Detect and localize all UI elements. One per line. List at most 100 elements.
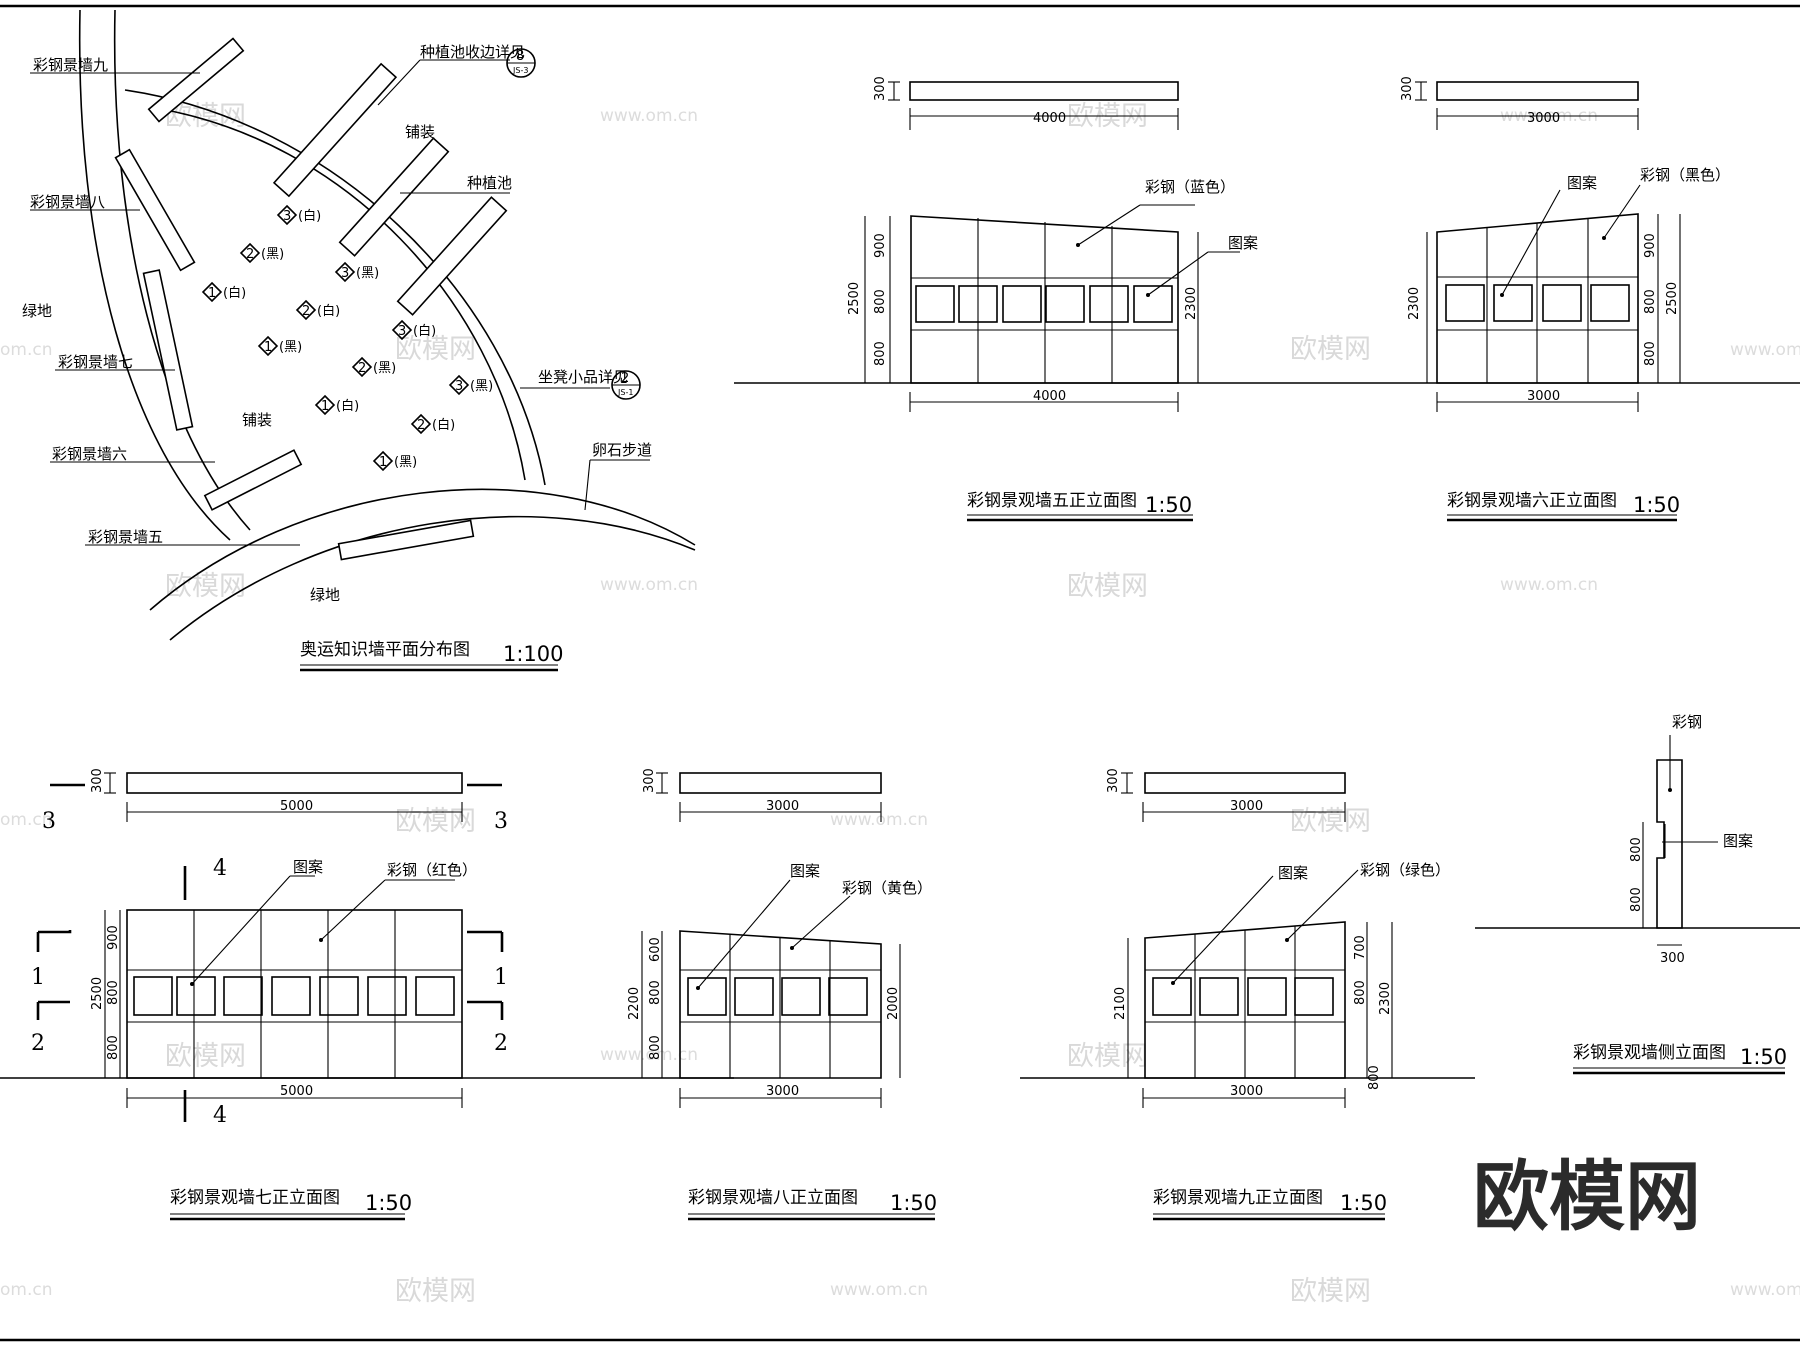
drawing-rect [1199, 977, 1239, 1016]
dimension-text: 3 [42, 809, 56, 834]
watermark-brand: 欧模网 [1067, 1041, 1148, 1072]
dimension-text: 3000 [1527, 389, 1560, 404]
pattern-label: 图案 [1723, 832, 1753, 850]
drawing-rect [1493, 284, 1533, 322]
drawing-line [191, 875, 291, 985]
dimension-text: 2 [358, 361, 366, 376]
drawing-rect [1133, 285, 1173, 323]
marker: 2(黑) [239, 242, 284, 264]
material-label: 彩钢 [1672, 713, 1702, 731]
drawing-dot [1285, 938, 1289, 942]
plan-path-curve [78, 9, 231, 541]
dimension-text: (黑) [394, 455, 417, 470]
dimension-text: 3000 [766, 1084, 799, 1099]
drawing-dot [319, 938, 323, 942]
drawing-dot [696, 986, 700, 990]
dimension-text: 5000 [280, 799, 313, 814]
watermark-brand: 欧模网 [1067, 571, 1148, 602]
dimension-text: 2 [494, 1031, 508, 1056]
dimension-text: 3 [494, 809, 508, 834]
label-wall-5: 彩钢景墙五 [88, 528, 163, 546]
plan-wall-8 [114, 148, 196, 272]
dimension-text: 2300 [1378, 982, 1393, 1015]
dimension-text: 800 [1643, 289, 1658, 314]
drawing-line [1077, 204, 1141, 246]
dimension-text: 300 [1400, 76, 1415, 101]
dimension-text: (黑) [356, 266, 379, 281]
dimension-text: 3000 [1527, 111, 1560, 126]
dimension-text: 2300 [1407, 287, 1422, 320]
label-planter: 种植池 [467, 174, 512, 192]
watermark-site: www.om.cn [830, 810, 928, 830]
drawing-scale: 1:100 [503, 642, 564, 666]
dimension-text: 1 [494, 965, 508, 990]
watermark-site: www.om.cn [830, 1280, 928, 1300]
drawing-dot [1602, 236, 1606, 240]
dimension-text: 2100 [1113, 987, 1128, 1020]
label-wall-8: 彩钢景墙八 [30, 193, 105, 211]
marker: 1(白) [201, 281, 246, 303]
drawing-shape [257, 335, 279, 357]
drawing-dot [1171, 981, 1175, 985]
marker: 2(白) [410, 413, 455, 435]
marker: 3 (黑) [334, 261, 379, 283]
drawing-line [584, 459, 591, 511]
pattern-label: 图案 [1567, 174, 1597, 192]
drawing-shape [314, 394, 336, 416]
dimension-text: 800 [1629, 887, 1644, 912]
dimension-text: 4 [213, 856, 227, 881]
drawing-dot [1076, 243, 1080, 247]
dimension-text: 800 [106, 1035, 121, 1060]
drawing-rect [1590, 284, 1630, 322]
dimension-text: 800 [648, 980, 663, 1005]
drawing-dot [1146, 293, 1150, 297]
dimension-text: 3000 [766, 799, 799, 814]
dimension-text: (黑) [279, 340, 302, 355]
site-plan: 8 JS-3 2 JS-1 彩钢景墙九 彩钢景墙八 彩钢景墙七 彩钢景墙六 彩钢… [22, 9, 696, 672]
watermark-site: www.om.cn [600, 106, 698, 126]
dimension-text: 4000 [1033, 111, 1066, 126]
drawing-caption: 彩钢景观墙六正立面图 [1447, 491, 1617, 511]
drawing-shape [351, 356, 373, 378]
dimension-text: 2500 [847, 282, 862, 315]
watermark-brand: 欧模网 [395, 806, 476, 837]
label-paving: 铺装 [242, 411, 272, 429]
plan-planter [272, 62, 398, 198]
dimension-text: 5000 [280, 1084, 313, 1099]
drawing-shape [679, 930, 882, 1079]
dimension-text: 2 [621, 371, 629, 386]
drawing-rect [126, 909, 463, 1079]
marker: 1(黑) [257, 335, 302, 357]
plan-arc [154, 107, 526, 481]
dimension-text: 800 [1643, 341, 1658, 366]
drawing-caption: 彩钢景观墙九正立面图 [1153, 1188, 1323, 1208]
drawing-shape [372, 450, 394, 472]
dimension-text: 1 [31, 965, 45, 990]
plan-wall-9 [147, 37, 245, 123]
drawing-rect [915, 285, 955, 323]
section-mark [38, 930, 72, 934]
watermark-brand: 欧模网 [1290, 1276, 1371, 1307]
dimension-text: 2 [417, 418, 425, 433]
dimension-text: 900 [1643, 233, 1658, 258]
watermark-site: om.cn [0, 340, 53, 360]
material-label: 彩钢（红色） [387, 861, 477, 879]
drawing-caption: 彩钢景观墙八正立面图 [688, 1188, 858, 1208]
dimension-text: 2300 [1184, 287, 1199, 320]
drawing-rect [176, 976, 216, 1016]
drawing-caption: 彩钢景观墙侧立面图 [1573, 1043, 1726, 1063]
watermarks: 欧模网 www.om.cn 欧模网 www.om.cn om.cn 欧模网 欧模… [0, 101, 1800, 1307]
pattern-label: 图案 [1228, 234, 1258, 252]
drawing-scale: 1:50 [1340, 1191, 1387, 1215]
dimension-text: (黑) [470, 379, 493, 394]
watermark-site: om.cn [0, 810, 53, 830]
drawing-line [697, 879, 791, 989]
drawing-dot [190, 982, 194, 986]
drawing-rect [687, 977, 727, 1016]
material-label: 彩钢（蓝色） [1145, 178, 1235, 196]
drawing-scale: 1:50 [1633, 493, 1680, 517]
dimension-text: 3 [341, 266, 349, 281]
drawing-shape [1436, 213, 1639, 384]
dimension-text: JS-3 [512, 66, 528, 75]
drawing-rect [1002, 285, 1042, 323]
